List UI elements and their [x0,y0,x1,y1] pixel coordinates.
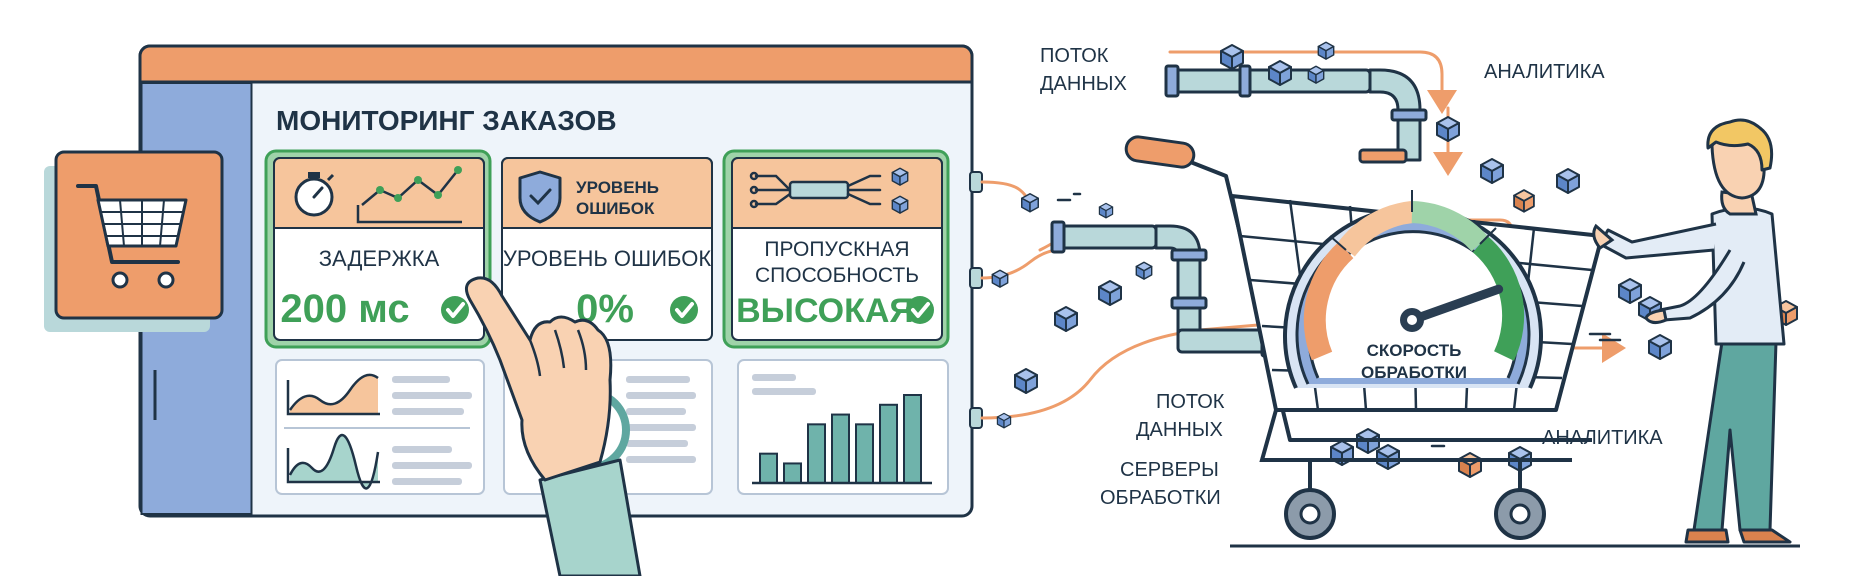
label-analytics-top: АНАЛИТИКА [1484,61,1605,83]
bar-6 [879,403,898,484]
metric-card-error-rate[interactable]: УРОВЕНЬ ОШИБОК УРОВЕНЬ ОШИБОК 0% [501,157,713,341]
metric-card-throughput[interactable]: ПРОПУСКНАЯ СПОСОБНОСТЬ ВЫСОКАЯ [722,149,950,349]
metric-value-throughput: ВЫСОКАЯ [736,292,914,330]
bar-3 [807,423,826,485]
bar-7 [903,394,922,484]
dashboard-title: МОНИТОРИНГ ЗАКАЗОВ [276,105,617,136]
label-analytics-bottom: АНАЛИТИКА [1542,427,1663,449]
cube-icon [891,195,909,214]
stopwatch-icon [294,172,335,217]
processing-speed-gauge: СКОРОСТЬ ОБРАБОТКИ [1283,190,1543,389]
check-icon [668,294,700,326]
window-titlebar [138,44,974,84]
metric-card-latency[interactable]: ЗАДЕРЖКА 200 мс [264,149,492,349]
bar-4 [831,413,850,484]
bar-5 [855,423,874,485]
bar-chart [759,394,922,485]
metric-label-latency: ЗАДЕРЖКА [319,246,440,271]
error-header-line-2: ОШИБОК [576,199,655,218]
cube-icon [891,167,909,186]
analyst-person [1592,118,1792,544]
panel-bar-chart[interactable] [737,359,949,495]
bar-2 [783,462,802,485]
check-icon [904,294,936,326]
check-icon [439,294,471,326]
error-header-line-1: УРОВЕНЬ [576,178,659,197]
throughput-label-line-1: ПРОПУСКНАЯ [764,238,909,261]
gauge-label-line-1: СКОРОСТЬ [1367,341,1462,360]
throughput-label-line-2: СПОСОБНОСТЬ [755,264,919,287]
shopping-cart-icon [44,150,224,332]
trend-line-icon [356,166,462,224]
gauge-needle [1407,284,1504,325]
shield-check-icon [518,170,562,224]
window-connectors [969,171,983,429]
metric-value-latency: 200 мс [280,287,409,331]
data-flow-icon [749,171,882,209]
bar-1 [759,452,778,484]
gauge-label-line-2: ОБРАБОТКИ [1361,363,1467,382]
pointing-hand [464,276,642,576]
metric-label-error-rate: УРОВЕНЬ ОШИБОК [503,246,711,271]
panel-area-charts[interactable] [275,359,485,495]
